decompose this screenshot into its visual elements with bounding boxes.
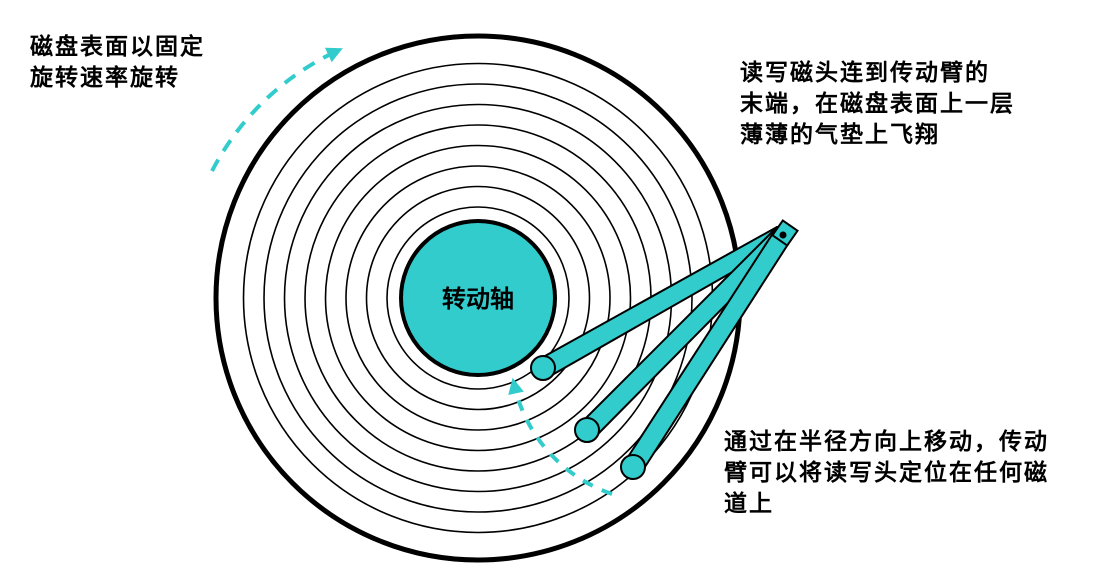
caption-line: 读写磁头连到传动臂的 <box>740 60 990 86</box>
caption-line: 末端，在磁盘表面上一层 <box>740 91 1015 117</box>
track-ring <box>263 83 693 513</box>
spindle <box>399 219 557 377</box>
read-write-head <box>574 417 600 443</box>
arm-sweep-arrow <box>508 377 613 496</box>
caption-line: 臂可以将读写头定位在任何磁 <box>724 460 1049 486</box>
read-write-head <box>530 355 556 381</box>
caption-line: 通过在半径方向上移动，传动 <box>724 429 1049 455</box>
caption-line: 薄薄的气垫上飞翔 <box>740 122 940 148</box>
track-ring <box>324 144 632 452</box>
caption-line: 磁盘表面以固定 <box>30 34 205 60</box>
track-ring <box>365 185 591 411</box>
caption-head: 读写磁头连到传动臂的 末端，在磁盘表面上一层 薄薄的气垫上飞翔 <box>740 58 1015 151</box>
caption-line: 道上 <box>724 491 774 517</box>
actuator-arms <box>530 219 799 480</box>
track-ring <box>386 206 570 390</box>
spindle-label: 转动轴 <box>442 285 514 313</box>
caption-line: 旋转速率旋转 <box>30 65 180 91</box>
caption-rotation: 磁盘表面以固定 旋转速率旋转 <box>30 32 205 94</box>
pivot-dot <box>779 231 787 239</box>
caption-arm: 通过在半径方向上移动，传动 臂可以将读写头定位在任何磁 道上 <box>724 427 1049 520</box>
track-ring <box>345 165 611 431</box>
read-write-head <box>620 454 646 480</box>
